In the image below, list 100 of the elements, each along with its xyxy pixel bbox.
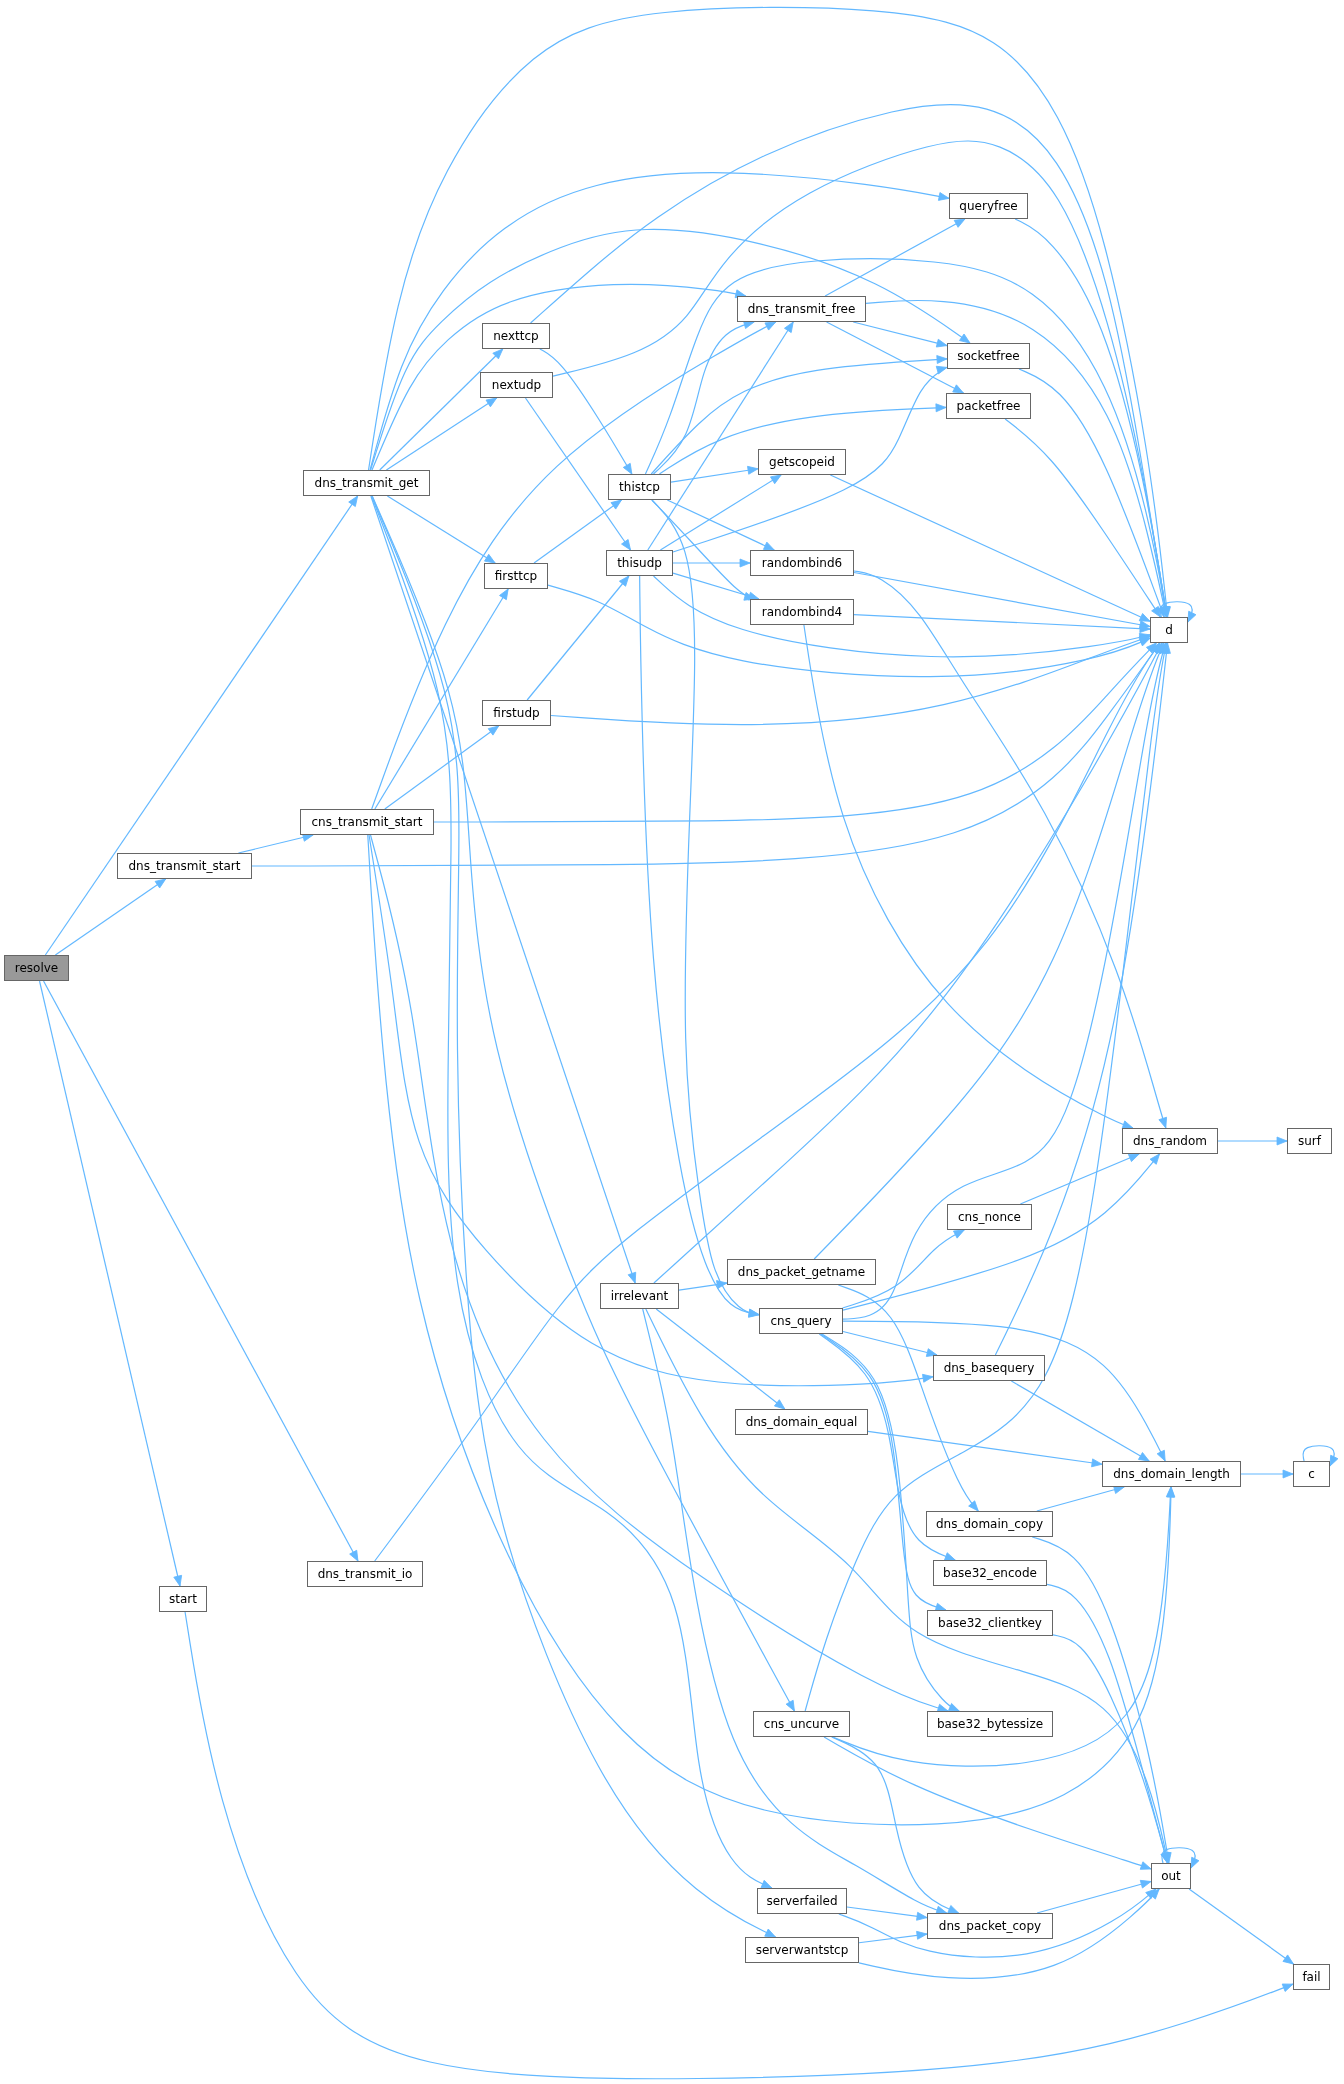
arrow <box>524 397 632 551</box>
arrow <box>386 495 496 564</box>
arrow <box>1302 1445 1339 1467</box>
function-node: dns_domain_length <box>1102 1461 1241 1487</box>
function-node: socketfree <box>947 343 1030 369</box>
function-node: dns_random <box>1122 1128 1218 1154</box>
arrow <box>369 834 949 1713</box>
arrow <box>1161 1847 1200 1869</box>
function-node: dns_basequery <box>933 1355 1045 1381</box>
function-node: nexttcp <box>482 323 550 349</box>
arrow <box>672 572 760 601</box>
arrow <box>379 348 504 471</box>
arrow <box>832 1486 1175 1767</box>
arrow <box>1159 601 1197 623</box>
arrow <box>825 321 965 394</box>
arrow <box>371 495 795 1712</box>
function-node: thisudp <box>606 550 673 576</box>
function-node: nextudp <box>480 372 553 398</box>
arrow <box>838 1888 1157 1958</box>
arrow <box>369 228 971 471</box>
arrow <box>837 1284 979 1512</box>
arrow <box>54 878 167 956</box>
function-node: getscopeid <box>758 449 846 475</box>
function-node: dns_domain_copy <box>926 1511 1053 1537</box>
arrow <box>374 588 509 810</box>
arrow <box>852 321 948 348</box>
arrow <box>44 495 359 956</box>
function-node: randombind6 <box>750 550 854 576</box>
function-node: cns_transmit_start <box>300 809 434 835</box>
arrow <box>867 1430 1103 1468</box>
arrow <box>853 613 1151 633</box>
arrow <box>1010 1380 1150 1462</box>
arrow <box>670 465 759 483</box>
arrow <box>647 321 794 551</box>
function-node: d <box>1150 617 1188 643</box>
arrow <box>1052 1634 1170 1864</box>
arrow <box>1217 1136 1288 1146</box>
arrow <box>371 321 777 810</box>
function-node: queryfree <box>949 193 1028 219</box>
arrow <box>42 980 359 1562</box>
arrow <box>371 283 747 471</box>
function-node: dns_transmit_free <box>737 296 866 322</box>
function-node: cns_nonce <box>947 1204 1032 1230</box>
function-node: dns_transmit_get <box>303 470 430 496</box>
arrow <box>666 499 775 551</box>
selected-function-node: resolve <box>4 955 69 981</box>
arrow <box>818 1333 956 1561</box>
arrow <box>433 642 1157 823</box>
arrow <box>237 833 314 854</box>
arrow <box>526 575 630 701</box>
function-node: cns_uncurve <box>753 1711 850 1737</box>
arrow <box>678 1280 728 1291</box>
arrow <box>38 980 182 1587</box>
function-node: firsttcp <box>484 563 548 589</box>
function-node: packetfree <box>946 393 1031 419</box>
function-node: dns_domain_equal <box>735 1409 868 1435</box>
arrow <box>639 575 760 1318</box>
arrow <box>1019 1153 1140 1205</box>
arrow <box>853 570 1167 1129</box>
arrow <box>374 642 1161 1562</box>
arrow <box>820 1333 947 1612</box>
arrow <box>1036 1485 1125 1512</box>
arrow <box>550 635 1151 726</box>
function-node: serverfailed <box>757 1888 847 1914</box>
arrow <box>842 1153 1161 1311</box>
arrow <box>547 584 1151 678</box>
arrow <box>803 624 1134 1129</box>
arrow <box>824 218 966 297</box>
arrow <box>672 365 948 553</box>
arrow <box>823 1736 1152 1870</box>
arrow <box>853 571 1151 630</box>
arrow <box>858 1888 1160 1979</box>
arrow <box>821 1333 960 1712</box>
function-node: irrelevant <box>600 1283 679 1309</box>
arrow <box>642 1308 948 1915</box>
function-node: start <box>159 1586 207 1612</box>
arrow <box>384 725 500 810</box>
arrow <box>368 834 934 1387</box>
arrow <box>846 1906 928 1921</box>
arrow <box>1004 418 1162 618</box>
arrow <box>1036 1879 1152 1914</box>
function-node: serverwantstcp <box>745 1937 859 1963</box>
arrow <box>1031 1536 1172 1864</box>
function-node: dns_transmit_io <box>307 1561 423 1587</box>
function-node: firstudp <box>482 700 551 726</box>
arrow <box>659 474 782 551</box>
arrow <box>858 1930 928 1944</box>
function-node: base32_encode <box>933 1560 1047 1586</box>
arrow <box>369 172 950 471</box>
arrow <box>184 1611 1294 2080</box>
arrow <box>672 558 751 568</box>
arrow <box>658 403 947 475</box>
function-node: cns_query <box>759 1308 843 1334</box>
function-node: out <box>1151 1863 1191 1889</box>
arrow <box>1018 368 1165 618</box>
arrow <box>831 1736 960 1914</box>
arrow <box>994 642 1171 1356</box>
arrow <box>804 642 1169 1712</box>
function-node: dns_packet_copy <box>927 1913 1053 1939</box>
arrow <box>652 575 1151 658</box>
